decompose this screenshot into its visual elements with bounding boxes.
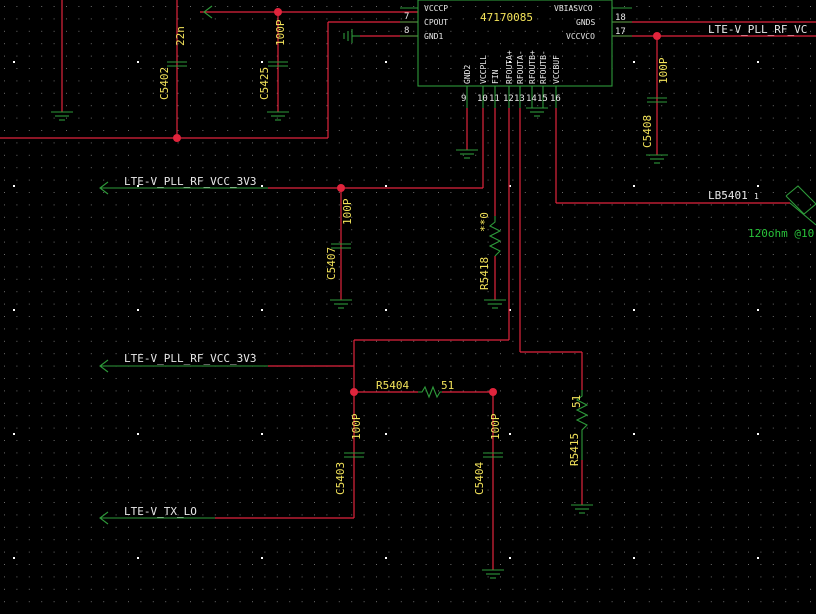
r5415-value: 51 xyxy=(570,395,583,408)
c5402-ref: C5402 xyxy=(158,67,171,100)
junction xyxy=(173,134,181,142)
resistor-r5415[interactable]: R5415 51 xyxy=(568,390,589,466)
junction xyxy=(274,8,282,16)
capacitor-c5407[interactable]: C5407 100P xyxy=(325,198,354,280)
pin-number: 11 xyxy=(489,94,500,104)
c5407-value: 100P xyxy=(341,198,354,225)
capacitor-c5403[interactable]: C5403 100P xyxy=(334,413,364,495)
ic-body xyxy=(417,0,613,87)
pin-number: 9 xyxy=(461,94,466,104)
junction xyxy=(489,388,497,396)
pin-name: VBIASVCO xyxy=(554,4,593,13)
pin-name: FIN xyxy=(491,69,500,84)
ground-icon xyxy=(482,569,504,579)
junction xyxy=(653,32,661,40)
ic-47170085[interactable]: 47170085 VCCCP 7 CPOUT 8 GND1 VBIASVCO G… xyxy=(400,0,632,108)
ground-icon xyxy=(456,149,478,159)
pin-number: 10 xyxy=(477,94,488,104)
ground-icon xyxy=(526,107,548,117)
resistor-r5404[interactable]: R5404 51 xyxy=(376,379,454,399)
r5404-value: 51 xyxy=(441,379,454,392)
pin-name: GND2 xyxy=(463,65,472,84)
junction xyxy=(350,388,358,396)
capacitors: C540222nC5425100PC5408100PC5407100PC5403… xyxy=(158,19,670,495)
pin-name: GND1 xyxy=(424,32,443,41)
pin-number: 12 xyxy=(503,94,514,104)
net-label: LTE-V_PLL_RF_VCC_3V3 xyxy=(124,175,256,188)
c5425-value: 100P xyxy=(274,19,287,46)
pin-name: CPOUT xyxy=(424,18,448,27)
c5408-ref: C5408 xyxy=(641,115,654,148)
pin-number: 14 xyxy=(526,94,537,104)
capacitor-c5402[interactable]: C5402 22n xyxy=(158,26,187,100)
r5418-value: **0 xyxy=(478,212,491,232)
ground-icon xyxy=(646,154,668,164)
net-label: LTE-V_PLL_RF_VC xyxy=(708,23,807,36)
net-port-3[interactable]: LTE-V_TX_LO xyxy=(99,505,215,525)
grid-dots xyxy=(4,6,811,603)
ic-bottom-pins: GND2 9 VCCPLL 10 FIN 11 RFOUTA+ 12 RFOUTA- 13 RFOU… xyxy=(461,50,561,108)
pin-name: VCCPLL xyxy=(479,55,488,84)
c5425-ref: C5425 xyxy=(258,67,271,100)
net-label: LTE-V_PLL_RF_VCC_3V3 xyxy=(124,352,256,365)
junction xyxy=(337,184,345,192)
c5408-value: 100P xyxy=(657,57,670,84)
net-port-right[interactable]: LTE-V_PLL_RF_VC xyxy=(708,23,807,36)
c5403-ref: C5403 xyxy=(334,462,347,495)
c5407-ref: C5407 xyxy=(325,247,338,280)
r5418-ref: R5418 xyxy=(478,257,491,290)
c5403-value: 100P xyxy=(350,413,363,440)
pin-name: RFOUTA+ xyxy=(505,50,514,84)
pin-number: 8 xyxy=(404,26,409,36)
net-label: LTE-V_TX_LO xyxy=(124,505,197,518)
pin-name: VCCCP xyxy=(424,4,448,13)
capacitor-c5408[interactable]: C5408 100P xyxy=(641,57,670,148)
lb5401-value: 120ohm @10 xyxy=(748,227,814,240)
pin-name: GNDS xyxy=(576,18,595,27)
capacitor-c5425[interactable]: C5425 100P xyxy=(258,19,288,100)
resistor-r5418[interactable]: R5418 **0 xyxy=(478,212,502,290)
wires xyxy=(0,0,816,570)
pin-number: 18 xyxy=(615,13,626,23)
pin-number: 17 xyxy=(615,27,626,37)
c5402-value: 22n xyxy=(174,26,187,46)
ferrite-bead-lb5401[interactable]: LB5401 1 120ohm @10 xyxy=(708,185,816,240)
net-port-2[interactable]: LTE-V_PLL_RF_VCC_3V3 xyxy=(99,352,268,373)
net-port-1[interactable]: LTE-V_PLL_RF_VCC_3V3 xyxy=(99,175,268,195)
junction-dots xyxy=(173,8,661,396)
ground-icon xyxy=(571,504,593,514)
r5415-ref: R5415 xyxy=(568,433,581,466)
c5404-ref: C5404 xyxy=(473,462,486,495)
pin-number: 7 xyxy=(404,12,409,22)
lb5401-ref: LB5401 xyxy=(708,189,748,202)
pin-name: VCCVCO xyxy=(566,32,595,41)
ic-part-number: 47170085 xyxy=(480,11,533,24)
ground-symbols xyxy=(51,107,668,579)
net-port-top-cut xyxy=(203,5,213,19)
pin-name: RFOUTB+ xyxy=(528,50,537,84)
ground-icon xyxy=(330,299,352,309)
ground-symbol-small xyxy=(343,29,360,43)
capacitor-c5404[interactable]: C5404 100P xyxy=(473,413,503,495)
pin-number: 15 xyxy=(537,94,548,104)
c5404-value: 100P xyxy=(489,413,502,440)
lb5401-pin: 1 xyxy=(754,192,759,201)
r5404-ref: R5404 xyxy=(376,379,409,392)
pin-name: RFOUTA- xyxy=(516,50,525,84)
ground-icon xyxy=(51,111,73,121)
pin-number: 16 xyxy=(550,94,561,104)
ground-icon xyxy=(267,111,289,121)
pin-number: 13 xyxy=(514,94,525,104)
pin-name: VCCBUF xyxy=(552,55,561,84)
pin-name: RFOUTB- xyxy=(539,50,548,84)
ground-icon xyxy=(484,299,506,309)
